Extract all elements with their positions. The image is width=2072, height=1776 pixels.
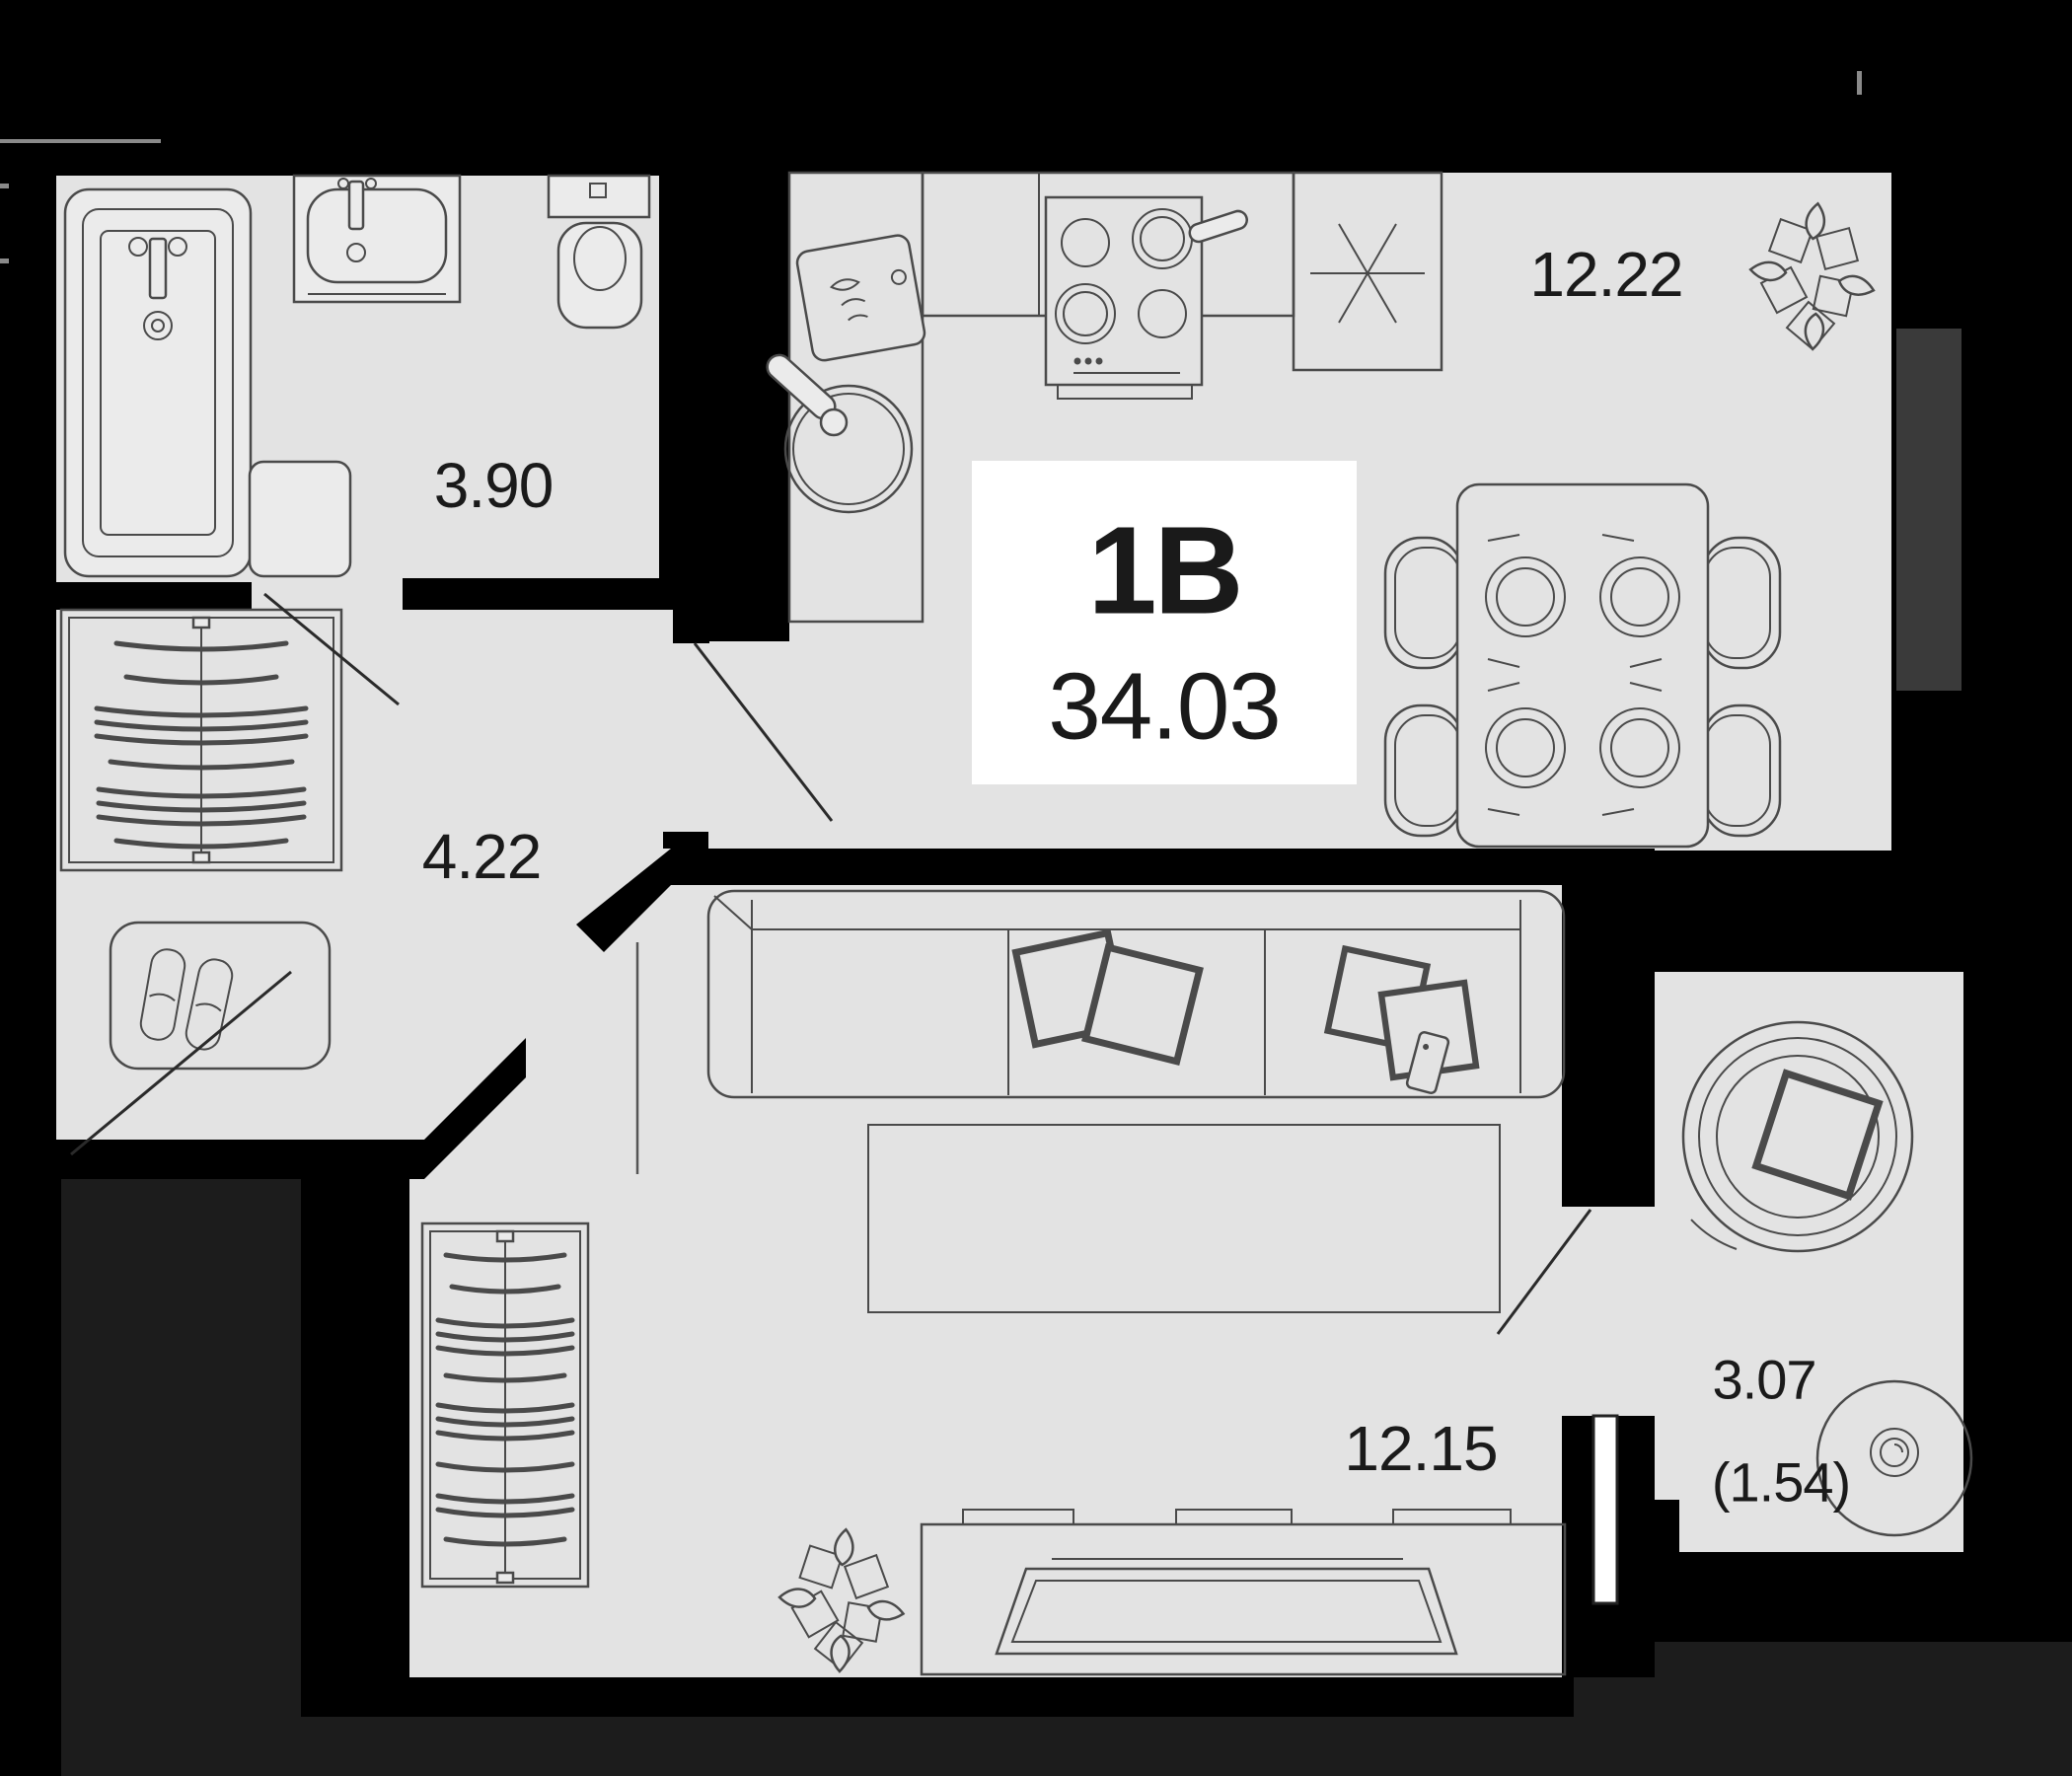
living-room-area-label: 12.15 <box>1344 1413 1497 1484</box>
bath-sink-icon <box>292 174 462 304</box>
sofa-icon <box>706 889 1566 1099</box>
bathtub-icon <box>63 187 253 578</box>
remote-icon <box>1405 1030 1450 1095</box>
unit-badge-box <box>972 461 1357 784</box>
balcony-area-coefficient-label: (1.54) <box>1712 1451 1850 1514</box>
dining-table-icon <box>1383 482 1782 849</box>
appliance-asterisk-icon <box>1292 171 1443 372</box>
balcony-door-opening <box>1562 1207 1655 1416</box>
balcony-floor <box>1655 972 1963 1552</box>
dimension-tick <box>0 184 9 188</box>
surrounding-structures <box>61 329 2072 1776</box>
balcony-chair-icon <box>1681 1020 1914 1253</box>
washer-icon <box>248 460 352 578</box>
bathroom-door-opening <box>252 572 403 612</box>
dimension-line <box>0 139 161 143</box>
hallway-area-label: 4.22 <box>422 821 542 892</box>
toilet-icon <box>547 174 651 330</box>
bathroom-area-label: 3.90 <box>434 450 554 521</box>
wardrobe-icon <box>420 1221 590 1589</box>
unit-total-area-label: 34.03 <box>1048 654 1280 760</box>
unit-badge: 1В 34.03 <box>972 461 1357 784</box>
tv-stand-icon <box>920 1509 1567 1676</box>
stove-icon <box>1044 195 1248 400</box>
door-leaf-icon <box>1591 1414 1619 1605</box>
wardrobe-icon <box>59 608 343 872</box>
dimension-marks <box>0 71 1862 263</box>
walls <box>56 158 1655 1677</box>
kitchen-area-label: 12.22 <box>1529 239 1682 310</box>
balcony-table-icon <box>1815 1379 1973 1537</box>
hallway-floor <box>56 608 673 1140</box>
room-area-labels: 3.90 4.22 12.22 12.15 3.07 (1.54) <box>422 239 1851 1514</box>
kitchen-sink-icon <box>766 353 914 514</box>
rug-icon <box>867 1124 1501 1313</box>
dimension-tick <box>1857 71 1862 95</box>
cutting-board-icon <box>795 234 926 362</box>
door-swing-icon <box>70 592 1592 1335</box>
tv-icon <box>995 1558 1458 1656</box>
balcony-area-label: 3.07 <box>1713 1349 1816 1411</box>
dimension-tick <box>0 259 9 263</box>
unit-type-label: 1В <box>1087 501 1240 640</box>
exterior-shaft <box>1896 329 1961 691</box>
